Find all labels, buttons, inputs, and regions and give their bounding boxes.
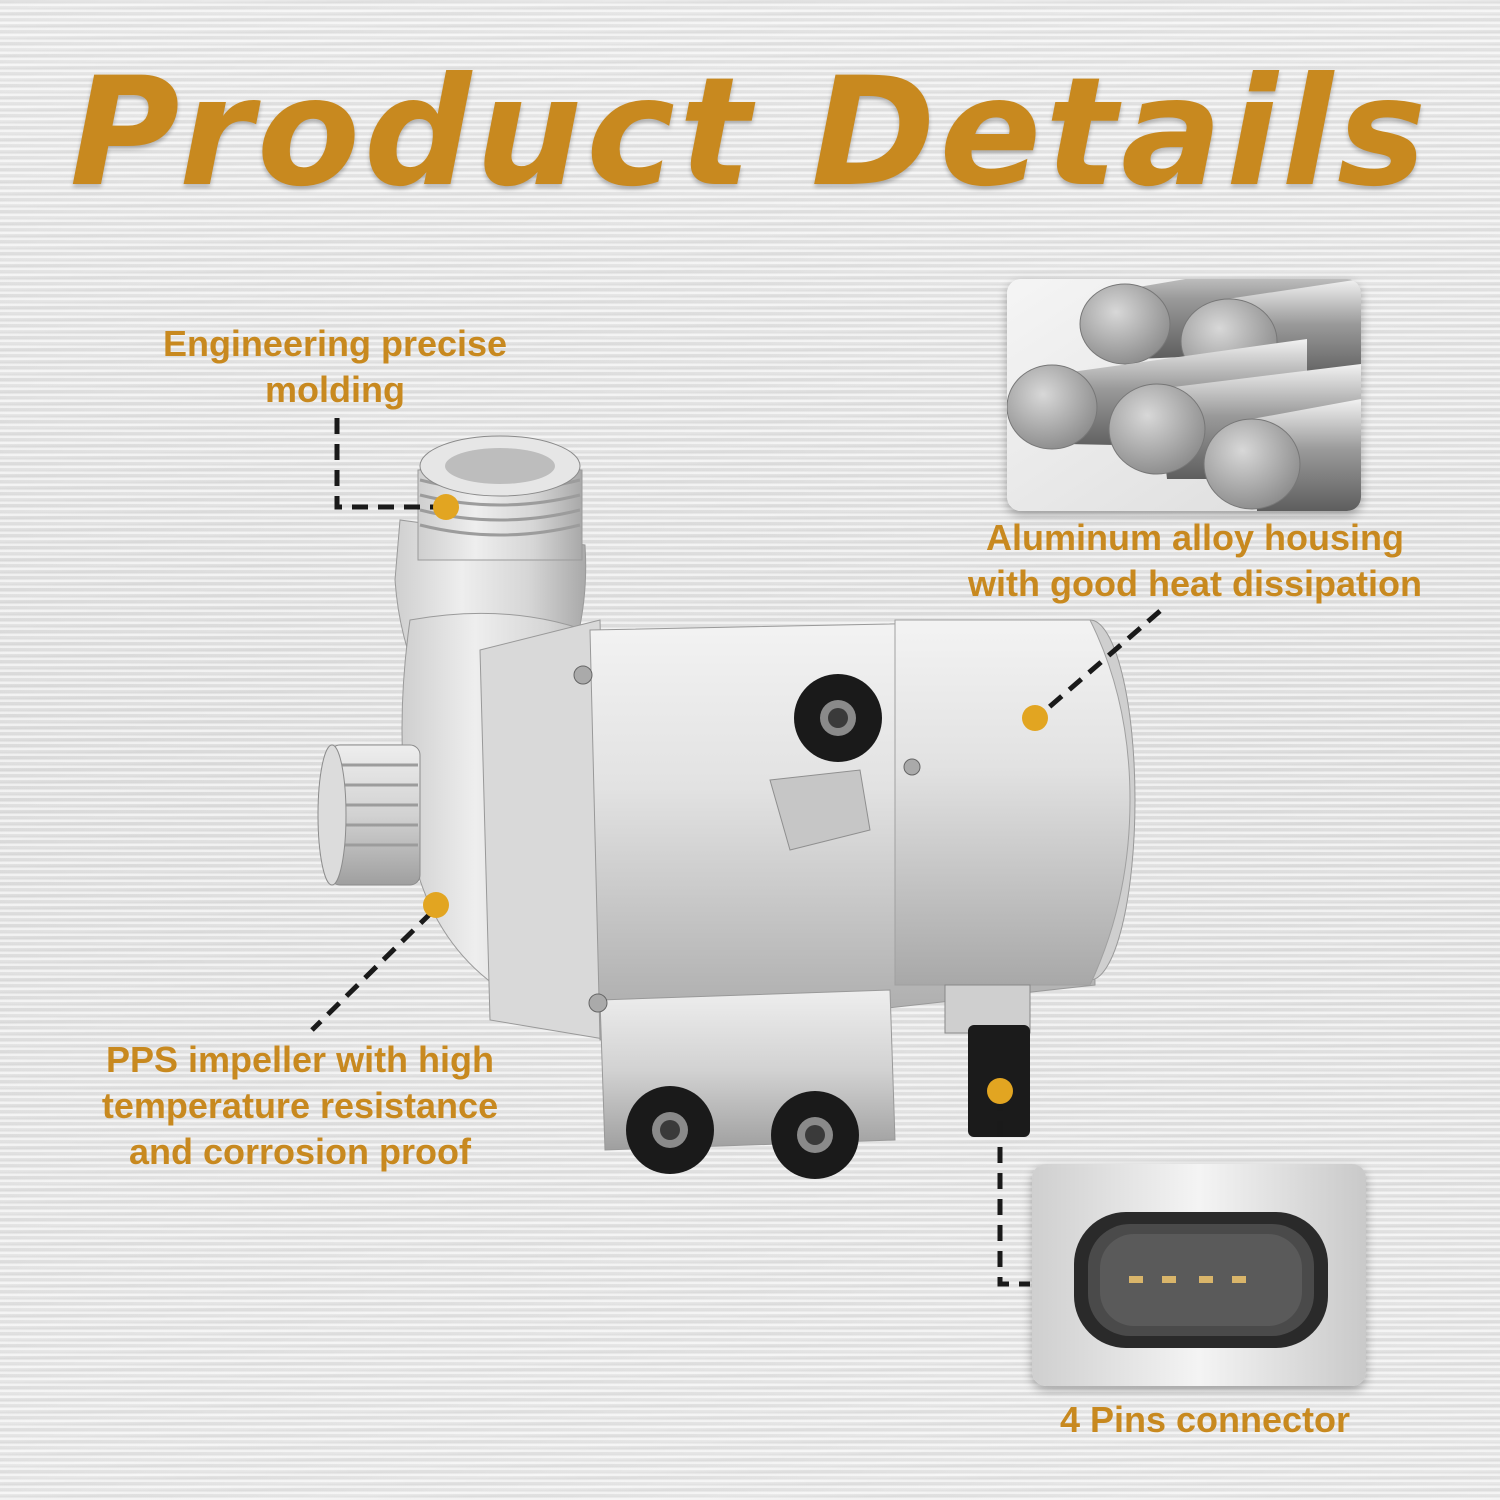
aluminum-rods-icon bbox=[1007, 279, 1361, 511]
label-molding-line2: molding bbox=[265, 369, 405, 410]
label-connector: 4 Pins connector bbox=[1010, 1397, 1400, 1443]
connector-closeup-inset bbox=[1032, 1164, 1366, 1386]
leader-connector bbox=[997, 1095, 1030, 1287]
leader-molding bbox=[334, 418, 440, 510]
callout-dot-housing bbox=[1022, 705, 1048, 731]
label-impeller: PPS impeller with high temperature resis… bbox=[80, 1037, 520, 1175]
label-connector-line1: 4 Pins connector bbox=[1059, 1399, 1351, 1440]
leader-housing bbox=[1038, 609, 1162, 717]
label-impeller-line1: PPS impeller with high bbox=[105, 1039, 495, 1080]
callout-dot-molding bbox=[433, 494, 459, 520]
label-impeller-line3: and corrosion proof bbox=[129, 1131, 471, 1172]
label-impeller-line2: temperature resistance bbox=[101, 1085, 499, 1126]
label-housing: Aluminum alloy housing with good heat di… bbox=[940, 515, 1450, 607]
connector-pins-icon bbox=[1032, 1164, 1366, 1386]
label-molding: Engineering precise molding bbox=[130, 321, 540, 413]
label-molding-line1: Engineering precise bbox=[162, 323, 508, 364]
callout-dot-connector bbox=[987, 1078, 1013, 1104]
page-title: Product Details bbox=[69, 46, 1431, 220]
label-housing-line1: Aluminum alloy housing bbox=[985, 517, 1404, 558]
label-housing-line2: with good heat dissipation bbox=[968, 563, 1422, 604]
aluminum-rods-inset bbox=[1007, 279, 1361, 511]
leader-impeller bbox=[310, 910, 434, 1032]
callout-dot-impeller bbox=[423, 892, 449, 918]
